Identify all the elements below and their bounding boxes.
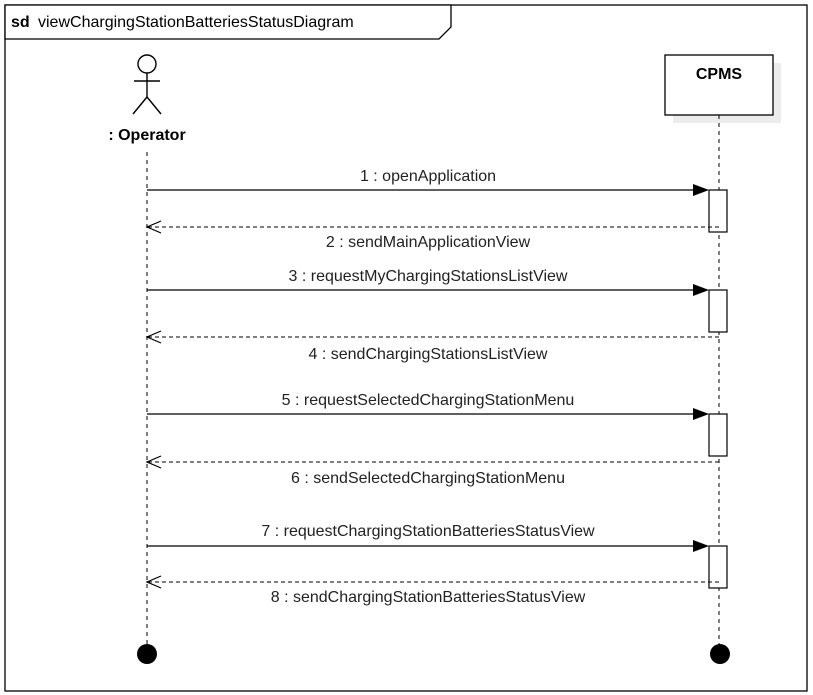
activation-bar: [708, 189, 728, 233]
frame-name-tab: [4, 4, 452, 40]
message-call-1: 1 : openApplication: [147, 168, 709, 196]
activation-bar: [708, 545, 728, 589]
message-label: 3 : requestMyChargingStationsListView: [289, 268, 568, 285]
filled-arrowhead-icon: [693, 284, 709, 296]
diagram-frame: [4, 4, 808, 692]
message-label: 7 : requestChargingStationBatteriesStatu…: [261, 523, 595, 540]
message-return-6: 6 : sendSelectedChargingStationMenu: [145, 455, 719, 487]
messages-group: 1 : openApplication 2 : sendMainApplicati…: [145, 168, 719, 606]
system-label: CPMS: [696, 66, 743, 83]
activation-bar: [708, 289, 728, 333]
actor-label: : Operator: [108, 127, 185, 144]
frame-title: viewChargingStationBatteriesStatusDiagra…: [38, 14, 354, 31]
message-call-3: 3 : requestMyChargingStationsListView: [147, 268, 709, 296]
message-label: 6 : sendSelectedChargingStationMenu: [291, 470, 565, 487]
system-box: [664, 54, 774, 116]
open-arrowhead-icon: [145, 575, 162, 589]
filled-arrowhead-icon: [693, 184, 709, 196]
message-return-4: 4 : sendChargingStationsListView: [145, 330, 719, 363]
actor-stick-figure-icon: [132, 54, 162, 115]
open-arrowhead-icon: [145, 330, 162, 344]
message-label: 8 : sendChargingStationBatteriesStatusVi…: [271, 589, 586, 606]
filled-arrowhead-icon: [693, 540, 709, 552]
message-label: 5 : requestSelectedChargingStationMenu: [282, 392, 575, 409]
filled-arrowhead-icon: [693, 408, 709, 420]
message-label: 4 : sendChargingStationsListView: [309, 346, 548, 363]
message-return-8: 8 : sendChargingStationBatteriesStatusVi…: [145, 575, 719, 606]
message-label: 1 : openApplication: [360, 168, 496, 185]
message-call-5: 5 : requestSelectedChargingStationMenu: [147, 392, 709, 420]
open-arrowhead-icon: [145, 455, 162, 469]
system-end-dot: [710, 644, 730, 664]
message-call-7: 7 : requestChargingStationBatteriesStatu…: [147, 523, 709, 552]
frame-keyword: sd: [11, 14, 30, 31]
message-label: 2 : sendMainApplicationView: [326, 234, 531, 251]
message-return-2: 2 : sendMainApplicationView: [145, 220, 719, 251]
activation-bar: [708, 413, 728, 457]
open-arrowhead-icon: [145, 220, 162, 234]
actor-end-dot: [137, 644, 157, 664]
